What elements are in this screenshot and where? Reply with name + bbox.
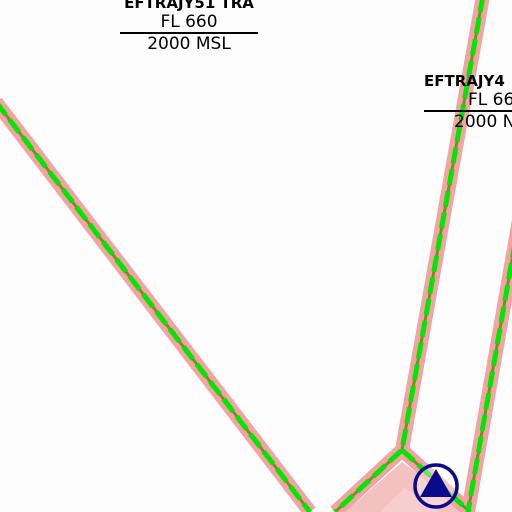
- airspace-name: EFTRAJY4: [424, 72, 505, 90]
- airspace-name: EFTRAJY51 TRA: [124, 0, 254, 12]
- airspace-lower-limit: 2000 MSL: [120, 32, 258, 54]
- restricted-zone-fill: [345, 462, 468, 512]
- airspace-upper-limit: FL 660: [160, 12, 218, 32]
- boundary-right-dash: [465, 245, 512, 512]
- boundary-left-dash: [0, 103, 312, 512]
- airspace-label[interactable]: EFTRAJY4 FL 66 2000 N: [424, 72, 512, 132]
- airspace-lower-limit: 2000 N: [424, 110, 512, 132]
- navaid-triangle: [420, 469, 452, 497]
- airspace-upper-limit: FL 66: [468, 90, 512, 110]
- triangle-in-circle-icon[interactable]: [413, 463, 459, 509]
- restricted-zone-inner-fill: [380, 488, 440, 512]
- airspace-label[interactable]: EFTRAJY51 TRA FL 660 2000 MSL: [120, 0, 258, 54]
